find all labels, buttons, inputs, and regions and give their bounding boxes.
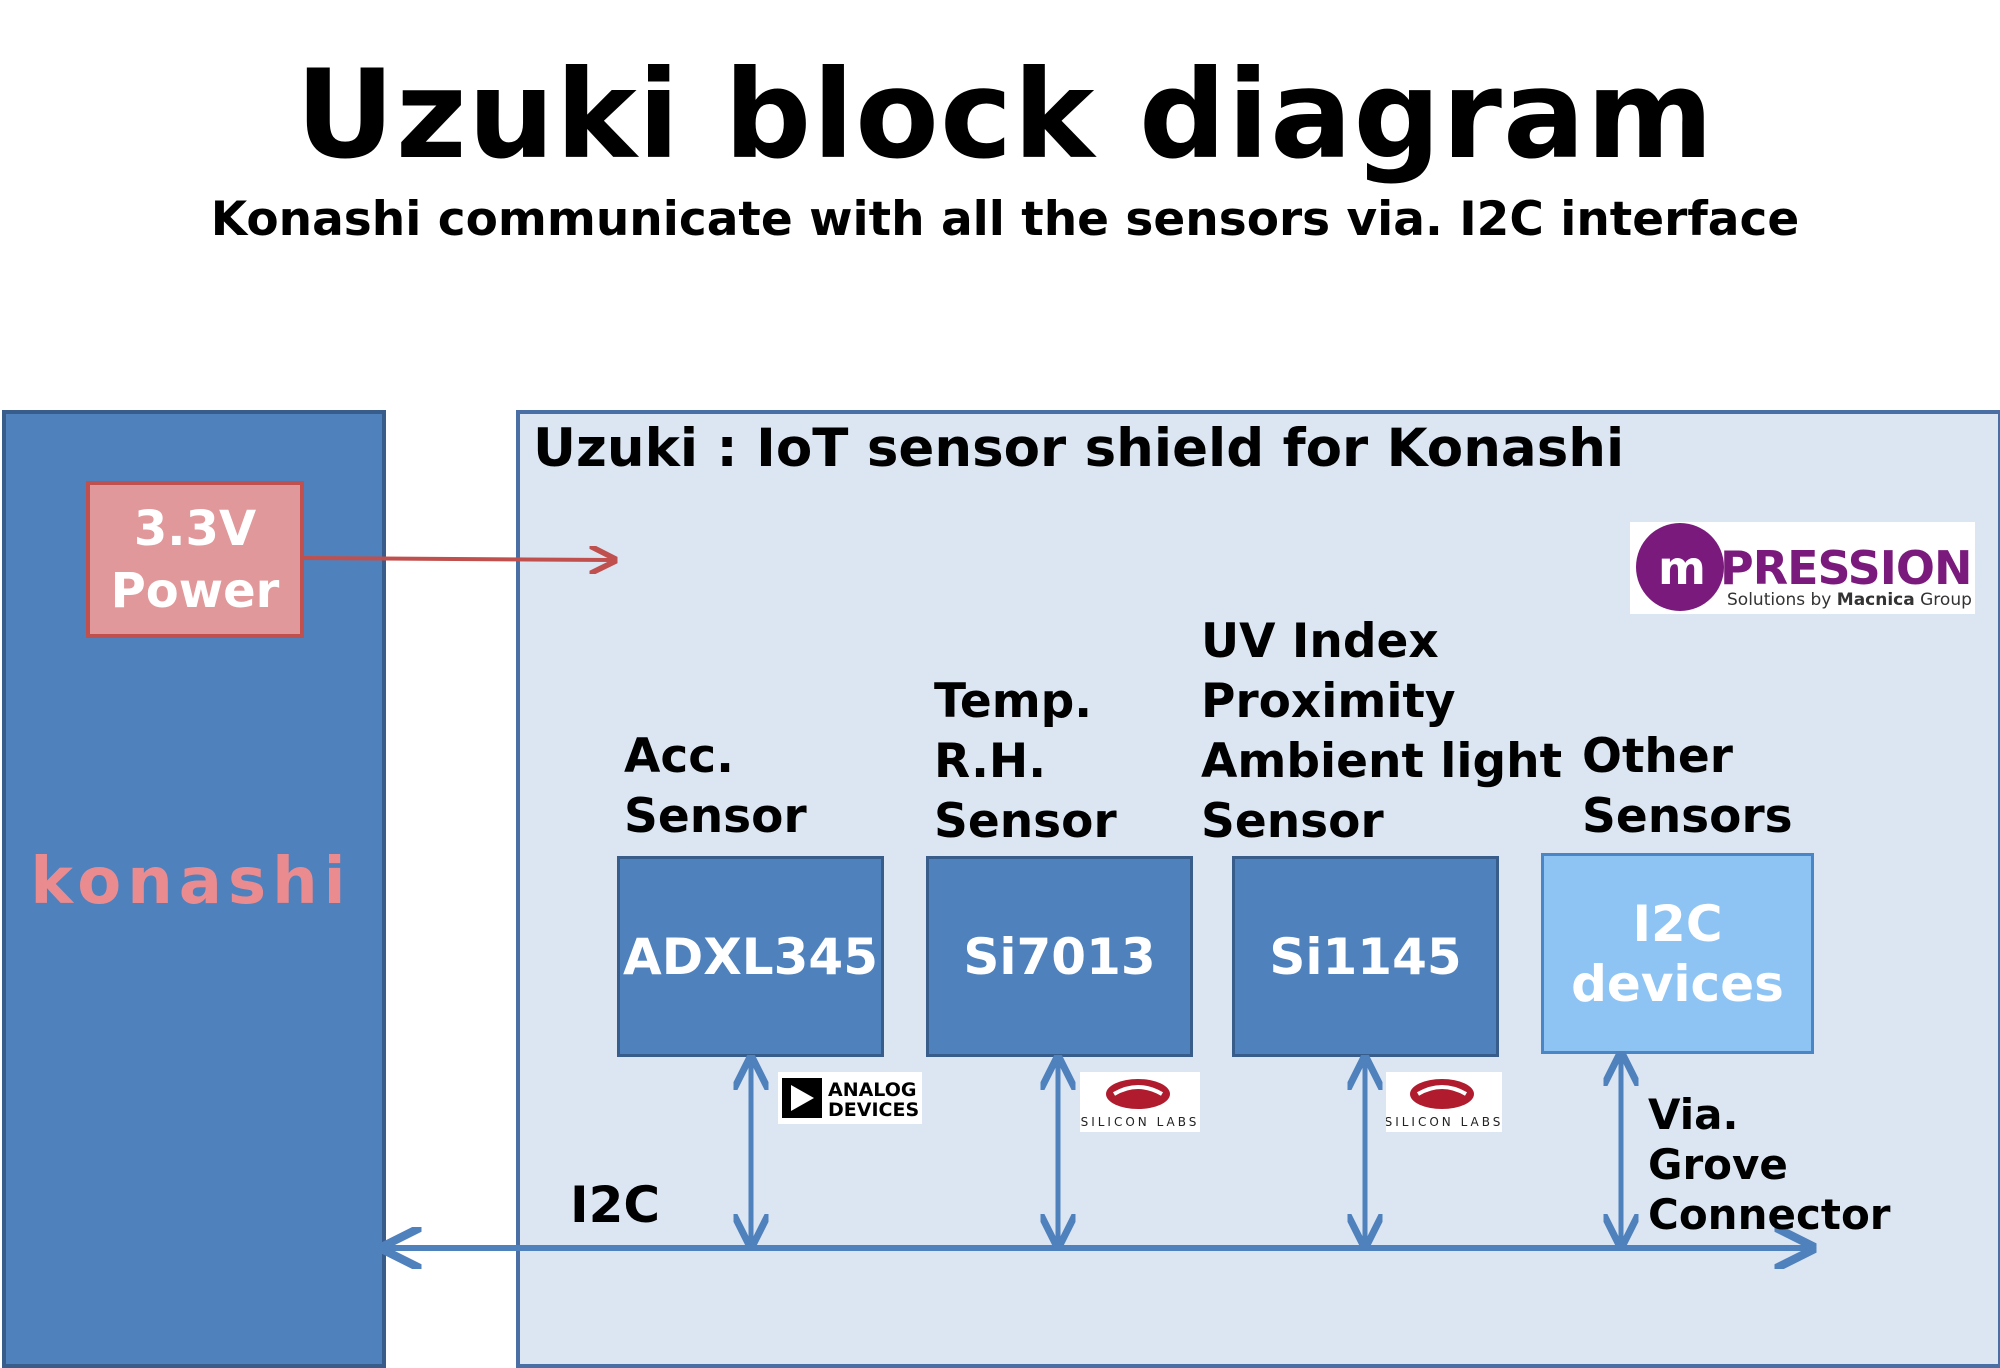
mpression-brand-text: PRESSION [1720, 541, 1971, 595]
page-title: Uzuki block diagram [295, 44, 1715, 186]
shield-title: Uzuki : IoT sensor shield for Konashi [533, 418, 1625, 479]
analog-devices-text-2: DEVICES [828, 1099, 919, 1121]
silicon-labs-logo-2: SILICON LABS [1385, 1072, 1502, 1132]
mpression-logo: m PRESSION Solutions by Macnica Group [1630, 522, 1975, 614]
silicon-labs-icon [1106, 1079, 1170, 1109]
chip-si1145: Si1145 [1232, 856, 1499, 1057]
power-arrow [299, 558, 612, 560]
grove-connector-note: Via. Grove Connector [1648, 1090, 1891, 1239]
sensor-label-other: Other Sensors [1582, 729, 1793, 844]
i2c-bus-label: I2C [570, 1176, 661, 1234]
konashi-logo: konashi [30, 845, 352, 919]
chip-si7013: Si7013 [926, 856, 1193, 1057]
silicon-labs-logo-1: SILICON LABS [1080, 1072, 1200, 1132]
sensor-label-acc: Acc. Sensor [624, 729, 807, 844]
mpression-m-glyph: m [1658, 541, 1706, 595]
sensor-label-uv: UV Index Proximity Ambient light Sensor [1201, 614, 1563, 849]
mpression-tagline: Solutions by Macnica Group [1727, 590, 1972, 610]
mpression-circle-icon [1636, 523, 1724, 611]
sensor-label-temp: Temp. R.H. Sensor [934, 674, 1117, 849]
silicon-labs-text: SILICON LABS [1081, 1115, 1200, 1129]
page-subtitle: Konashi communicate with all the sensors… [210, 192, 1800, 247]
chip-i2c-devices: I2C devices [1541, 853, 1814, 1054]
chip-adxl345: ADXL345 [617, 856, 884, 1057]
analog-devices-text-1: ANALOG [828, 1079, 917, 1101]
analog-devices-logo: ANALOG DEVICES [778, 1072, 922, 1124]
silicon-labs-icon [1410, 1079, 1474, 1109]
silicon-labs-text: SILICON LABS [1386, 1115, 1502, 1129]
